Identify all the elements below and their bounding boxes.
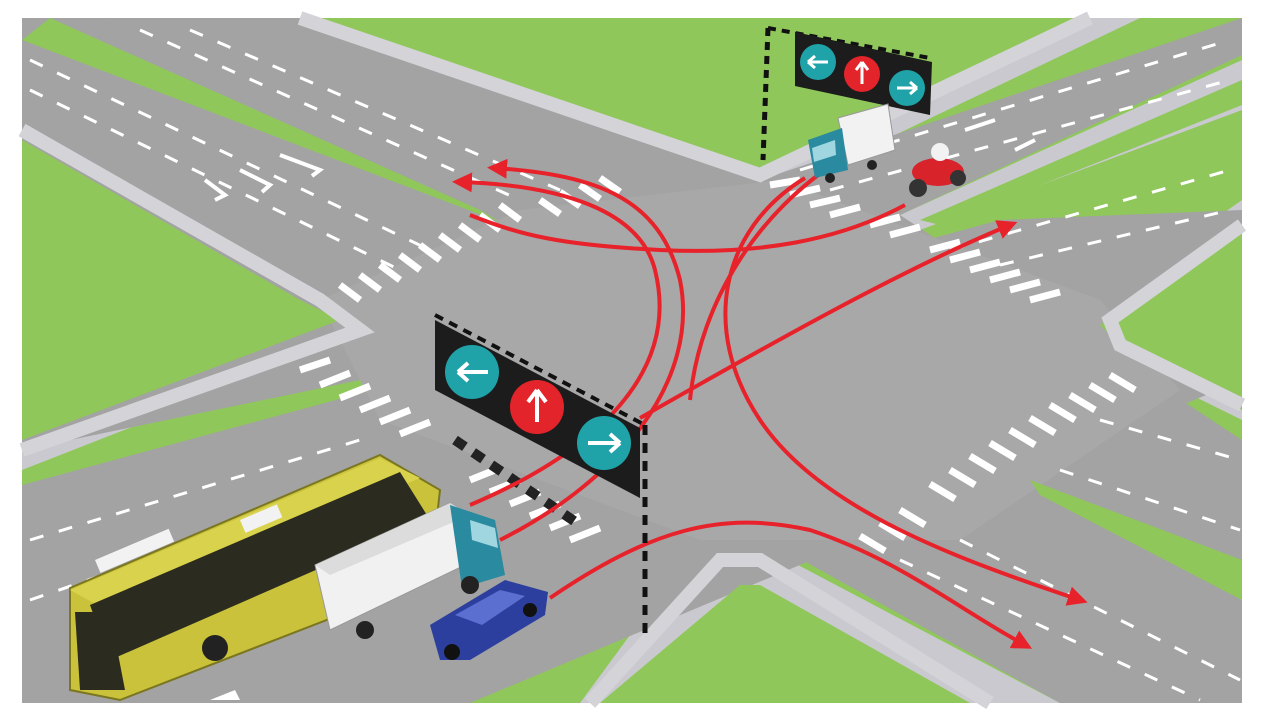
route-right-turn-lower (548, 520, 1033, 649)
direction-sign-lower (434, 313, 648, 635)
road-direction-arrows (203, 118, 1036, 202)
crosswalks (298, 175, 1137, 555)
car-blue (430, 580, 548, 660)
direction-sign-upper (760, 26, 932, 161)
intersection-core (320, 180, 1180, 540)
route-cross-upper-left (688, 158, 842, 401)
curbs (18, 11, 1247, 709)
route-u-turn-upper (469, 203, 906, 253)
bus-yellow (69, 453, 442, 702)
route-left-turn-up-2 (487, 158, 686, 542)
motorcycle-red (909, 143, 966, 197)
route-arrows (452, 158, 1088, 649)
road-arrow-bottom (210, 690, 240, 700)
route-down-curve-se (723, 176, 1088, 606)
truck-white-lower (314, 502, 505, 639)
truck-blue-upper (808, 103, 896, 183)
